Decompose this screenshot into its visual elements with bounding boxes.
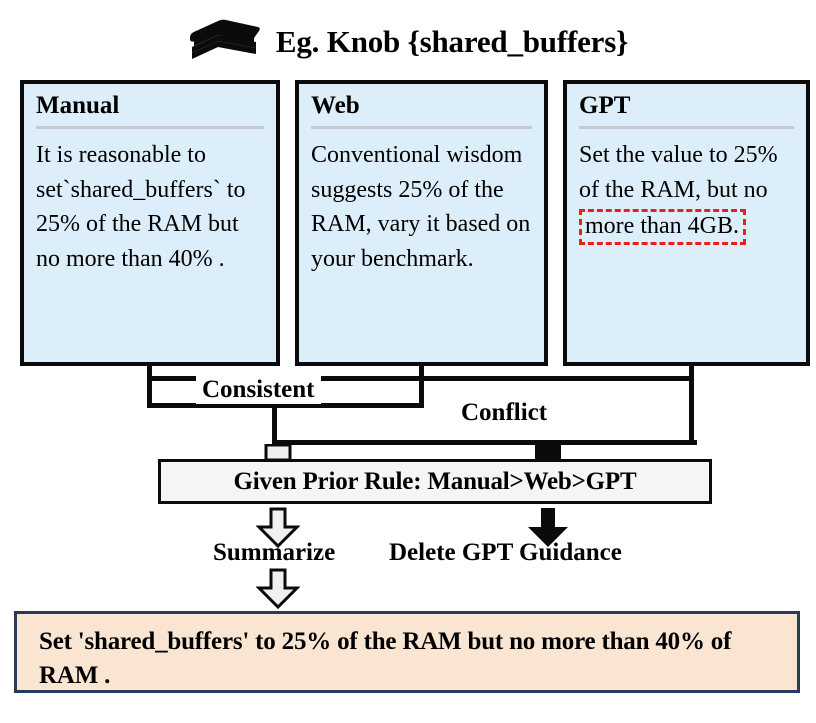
prior-rule-text: Given Prior Rule: Manual>Web>GPT xyxy=(233,467,637,495)
connector-label-consistent: Consistent xyxy=(196,376,321,404)
card-body-gpt: Set the value to 25% of the RAM, but no … xyxy=(579,138,794,246)
card-divider xyxy=(311,126,532,130)
card-divider xyxy=(579,126,794,130)
card-body-manual: It is reasonable to set`shared_buffers` … xyxy=(36,142,246,272)
card-divider xyxy=(36,126,264,130)
diagram-header: Eg. Knob {shared_buffers} xyxy=(0,12,816,70)
bracket-conflict-top xyxy=(419,376,694,381)
book-stack-icon xyxy=(189,19,260,59)
card-body-gpt-prefix: Set the value to 25% of the RAM, but no xyxy=(579,142,778,203)
prior-rule-box: Given Prior Rule: Manual>Web>GPT xyxy=(158,459,712,504)
action-label-delete-gpt: Delete GPT Guidance xyxy=(389,539,622,566)
source-card-manual: Manual It is reasonable to set`shared_bu… xyxy=(20,80,280,366)
card-title-web: Web xyxy=(311,92,360,119)
connector-label-conflict: Conflict xyxy=(455,399,554,427)
bracket-consistent-right xyxy=(419,376,424,408)
source-card-gpt: GPT Set the value to 25% of the RAM, but… xyxy=(563,80,810,366)
bracket-consistent-bottom xyxy=(147,403,424,408)
stem-web xyxy=(419,366,424,380)
card-title-gpt: GPT xyxy=(579,92,631,119)
card-title-manual: Manual xyxy=(36,92,120,119)
result-text: Set 'shared_buffers' to 25% of the RAM b… xyxy=(39,628,732,689)
bracket-merge-bottom xyxy=(272,440,697,445)
arrow-delete-solid xyxy=(528,508,568,547)
bracket-conflict-right xyxy=(689,376,694,445)
result-box: Set 'shared_buffers' to 25% of the RAM b… xyxy=(14,611,800,693)
source-card-web: Web Conventional wisdom suggests 25% of … xyxy=(295,80,548,366)
arrow-summarize-hollow xyxy=(256,507,300,549)
bracket-consistent-drop xyxy=(272,403,277,445)
bracket-consistent-left xyxy=(147,376,152,408)
arrow-to-result-hollow xyxy=(256,568,300,610)
action-label-summarize: Summarize xyxy=(213,539,336,566)
conflict-highlight: more than 4GB. xyxy=(579,209,746,246)
card-body-web: Conventional wisdom suggests 25% of the … xyxy=(311,142,531,272)
page-title: Eg. Knob {shared_buffers} xyxy=(275,23,629,59)
stem-manual xyxy=(147,366,152,380)
nub-solid-delete xyxy=(535,444,561,461)
stem-gpt xyxy=(689,366,694,380)
